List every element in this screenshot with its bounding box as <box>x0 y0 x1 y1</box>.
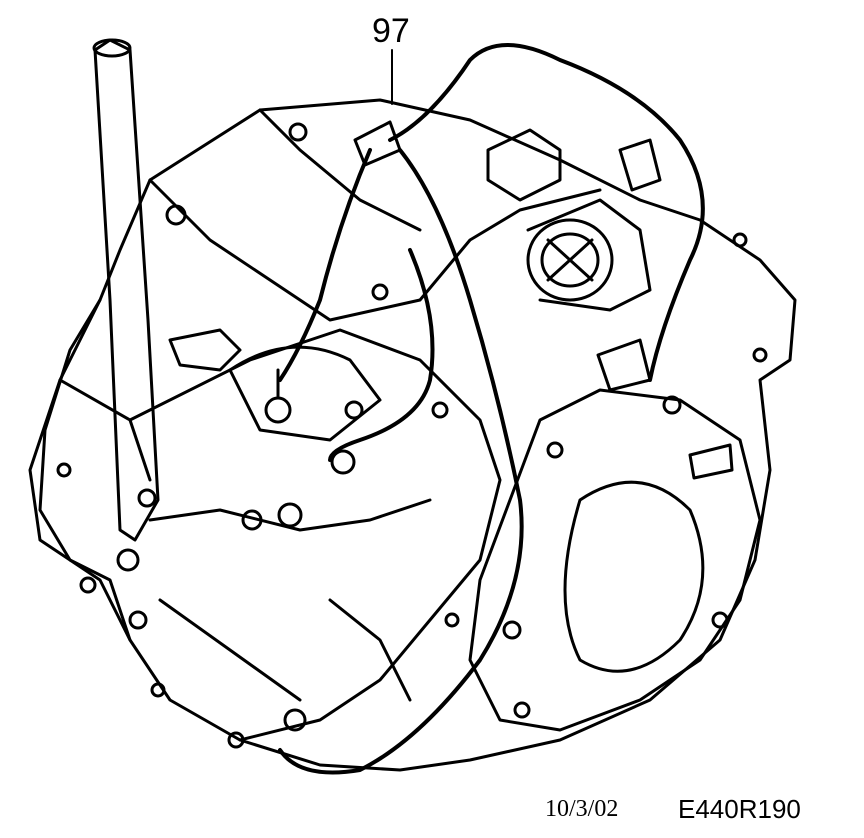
bolt <box>711 611 729 629</box>
bolt <box>431 401 449 419</box>
bolt <box>241 509 263 531</box>
lower-case <box>148 498 432 702</box>
housing-outline <box>28 98 797 772</box>
bolt <box>732 232 748 248</box>
gearbox-cover <box>128 328 502 742</box>
bolt <box>288 122 308 142</box>
bolt <box>330 449 356 475</box>
bolt <box>56 462 72 478</box>
drawing-code: E440R190 <box>678 794 801 824</box>
bolt <box>546 441 564 459</box>
breather-hose-left <box>278 148 372 382</box>
bolt <box>277 502 303 528</box>
right-housing <box>468 388 762 732</box>
connector <box>596 338 652 392</box>
dipstick-tube <box>93 38 160 542</box>
bolt <box>502 620 522 640</box>
round-cap-cross <box>546 238 594 282</box>
valve-box <box>486 128 562 202</box>
round-cap-inner <box>540 232 600 288</box>
connector <box>618 138 662 192</box>
bolt <box>137 488 157 508</box>
bolt <box>165 204 187 226</box>
breather-hose-branch <box>328 248 435 462</box>
breather-hose-inner <box>278 148 524 775</box>
bolt <box>150 682 166 698</box>
clutch-opening <box>563 480 705 673</box>
round-cap <box>526 218 614 302</box>
drawing-date: 10/3/02 <box>545 796 619 822</box>
bolt <box>79 576 97 594</box>
connector <box>353 120 402 167</box>
bracket <box>168 328 242 372</box>
bolt <box>662 395 682 415</box>
bolt <box>128 610 148 630</box>
cap-housing <box>526 198 652 312</box>
bolt <box>513 701 531 719</box>
bolt <box>283 708 307 732</box>
bolt <box>371 283 389 301</box>
breather-hose-outer <box>388 43 705 382</box>
selector-spindle <box>264 396 292 424</box>
dipstick-tube-end <box>92 38 132 58</box>
bolt <box>227 731 245 749</box>
bolt <box>752 347 768 363</box>
bolt <box>344 400 364 420</box>
bolt <box>116 548 140 572</box>
upper-casting <box>148 108 602 322</box>
selector-plate <box>228 345 382 442</box>
bolt <box>444 612 460 628</box>
callout-label: 97 <box>372 12 410 50</box>
bracket <box>688 443 734 480</box>
